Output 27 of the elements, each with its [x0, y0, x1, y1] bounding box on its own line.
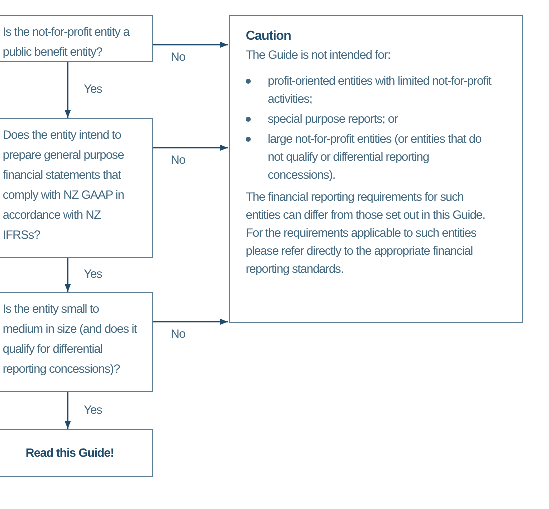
- arrow: [64, 62, 72, 118]
- terminal-text: Read this Guide!: [24, 445, 116, 462]
- arrow: [64, 392, 72, 429]
- edge-label: No: [171, 153, 186, 167]
- edge-label: Yes: [84, 402, 102, 416]
- note-box: [229, 15, 523, 323]
- edge-label: No: [171, 327, 186, 341]
- terminal-box: [0, 429, 153, 477]
- arrow: [64, 258, 72, 292]
- note-text: The Guide is not intended for:: [246, 47, 392, 64]
- arrow: [153, 144, 228, 152]
- decision-box: [0, 15, 153, 62]
- note-heading: Caution: [246, 28, 292, 43]
- arrow: [153, 318, 228, 326]
- list-item: large not-for-profit entities (or entities that do not qualify or differential reporting concessions).: [268, 131, 483, 184]
- list-item: profit-oriented entities with limited not-for-profit activities;: [268, 73, 492, 108]
- decision-box: [0, 292, 153, 392]
- note-text: The financial reporting requirements for such entities can differ from those set out in this Guide. For the requirements applicable to such entities please refer directly to the appropriate financial reporting standards.: [246, 189, 486, 278]
- question-text: Does the entity intend to prepare general purpose financial statements that comply with NZ GAAP in accordance with NZ IFRSs?: [3, 127, 126, 244]
- list-item: special purpose reports; or: [268, 111, 398, 128]
- question-text: Is the not-for-profit entity a public benefit entity?: [3, 24, 131, 61]
- question-text: Is the entity small to medium in size (and does it qualify for differential reporting concessions)?: [3, 301, 138, 378]
- edge-label: No: [171, 50, 186, 64]
- arrow: [153, 42, 228, 48]
- edge-label: Yes: [84, 267, 102, 281]
- edge-label: Yes: [84, 82, 102, 96]
- decision-box: [0, 118, 153, 258]
